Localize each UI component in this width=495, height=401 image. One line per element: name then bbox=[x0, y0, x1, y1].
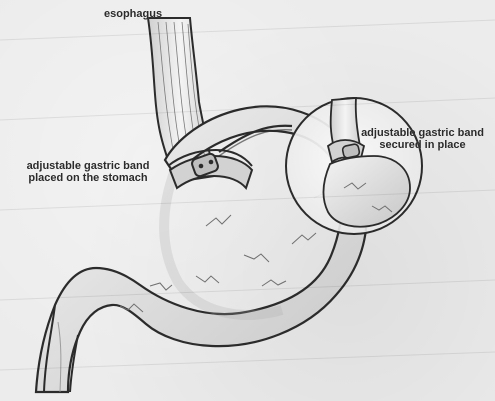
label-band-placed-line2: placed on the stomach bbox=[4, 172, 172, 184]
label-esophagus: esophagus bbox=[104, 8, 162, 20]
label-band-secured-line2: secured in place bbox=[354, 139, 491, 151]
label-band-placed-line1: adjustable gastric band bbox=[4, 160, 172, 172]
label-band-secured-line1: adjustable gastric band bbox=[354, 127, 491, 139]
label-band-secured: adjustable gastric band secured in place bbox=[354, 127, 491, 151]
inset-magnifier bbox=[286, 98, 422, 234]
label-band-placed: adjustable gastric band placed on the st… bbox=[4, 160, 172, 184]
